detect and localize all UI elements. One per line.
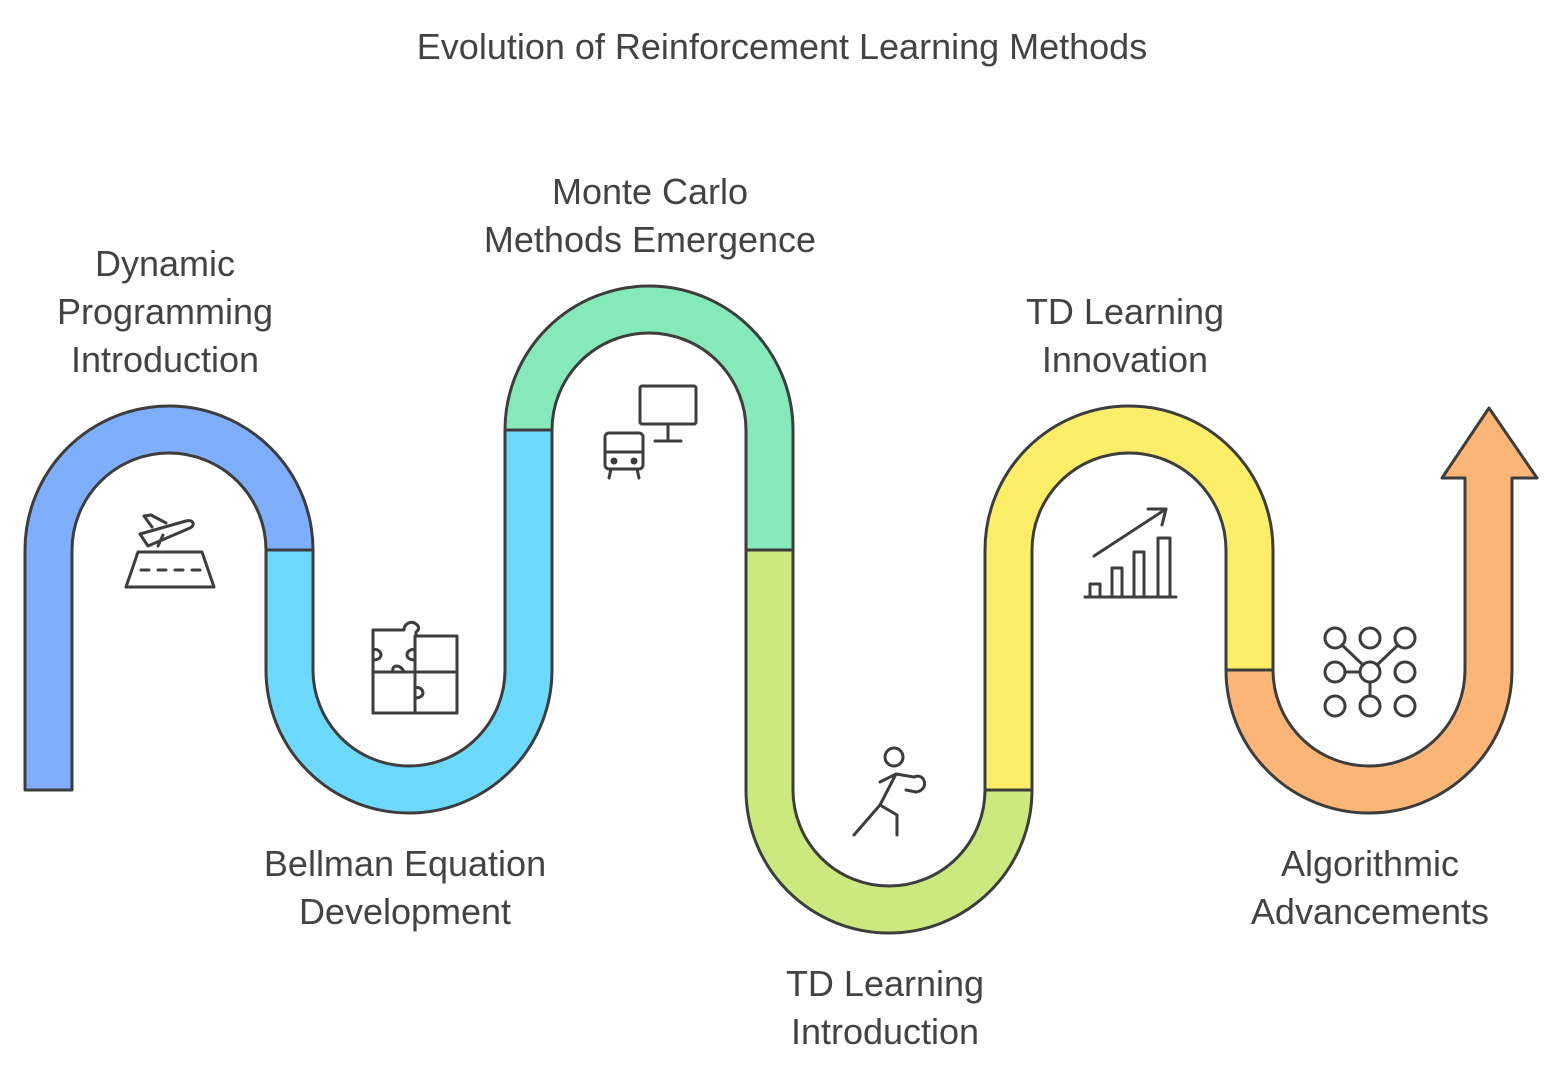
diagram-title: Evolution of Reinforcement Learning Meth… bbox=[416, 26, 1148, 67]
path-segment-td-introduction bbox=[744, 548, 1034, 935]
stage-label-td-introduction: TD Learning Introduction bbox=[785, 963, 985, 1052]
node-network-icon bbox=[1323, 626, 1417, 718]
stage-label-algorithmic-advancements: Algorithmic Advancements bbox=[1250, 843, 1490, 932]
path-segment-monte-carlo bbox=[503, 284, 795, 552]
person-running-icon bbox=[852, 746, 926, 837]
stage-label-td-innovation: TD Learning Innovation bbox=[1025, 291, 1225, 380]
stage-label-monte-carlo: Monte Carlo Methods Emergence bbox=[483, 171, 817, 260]
path-segment-algorithmic-advancements bbox=[1224, 406, 1539, 815]
puzzle-icon bbox=[371, 620, 459, 715]
path-segment-td-innovation bbox=[983, 404, 1275, 792]
runway-takeoff-icon bbox=[124, 513, 216, 589]
computer-and-train-icon bbox=[603, 384, 698, 480]
growth-chart-icon bbox=[1083, 507, 1178, 599]
path-segment-bellman-equation bbox=[264, 428, 554, 815]
stage-label-dynamic-programming: Dynamic Programming Introduction bbox=[56, 243, 274, 380]
stage-label-bellman-equation: Bellman Equation Development bbox=[263, 843, 547, 932]
path-segment-dynamic-programming bbox=[23, 404, 315, 792]
